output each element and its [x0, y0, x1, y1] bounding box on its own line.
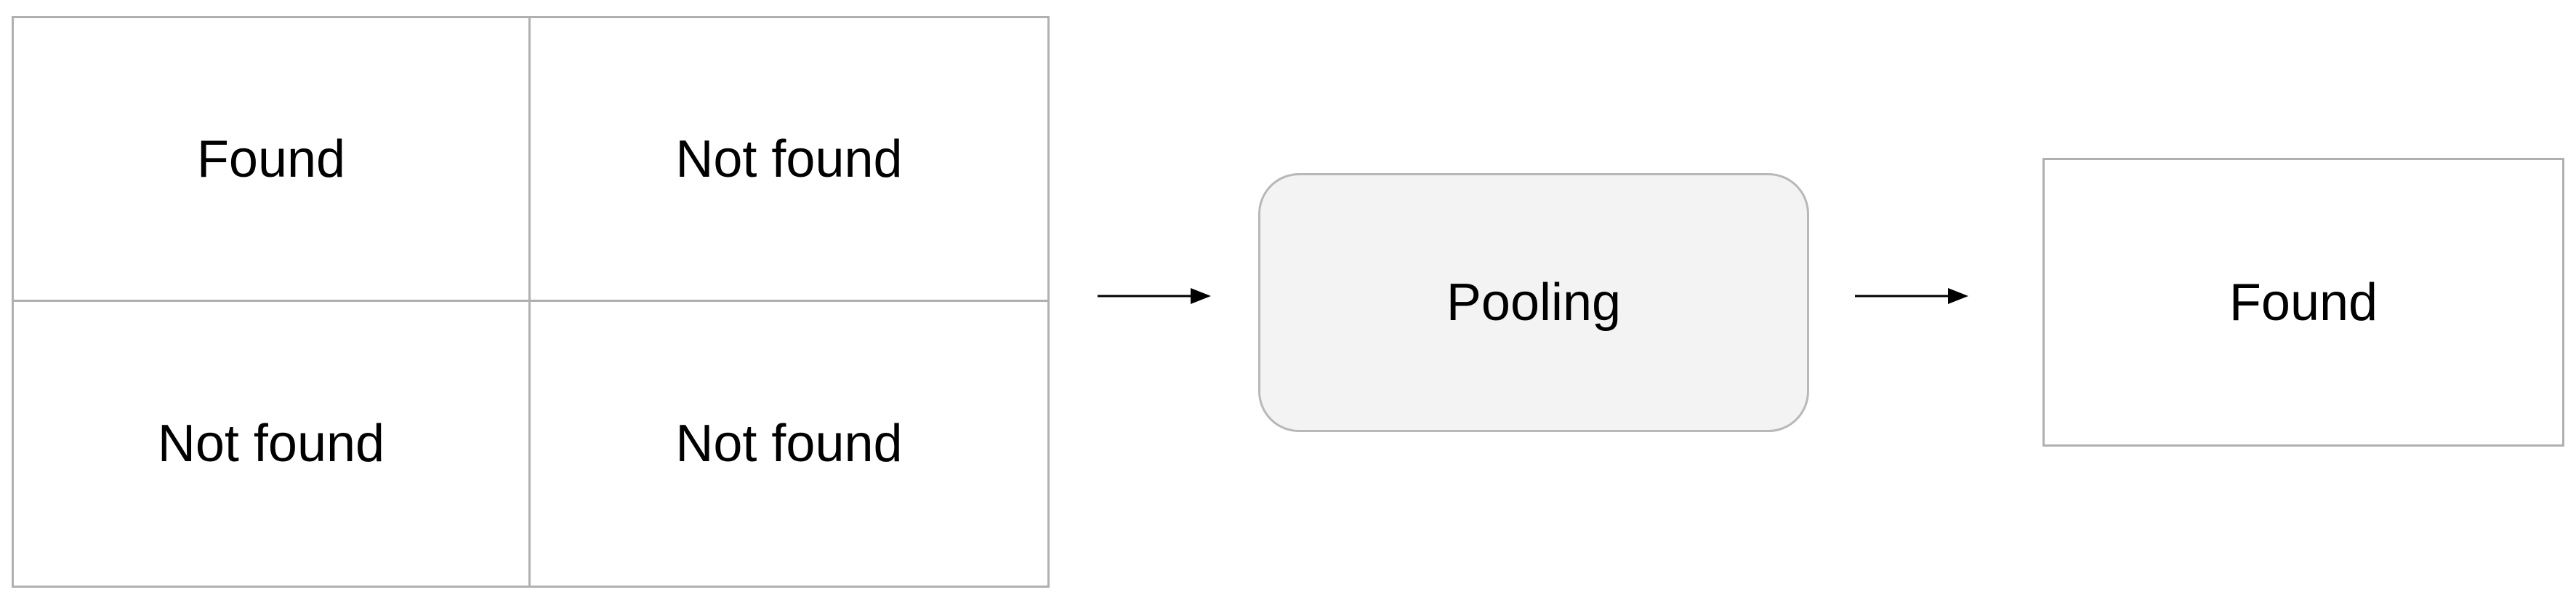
grid-cell-label: Not found [157, 415, 385, 473]
arrow-right-icon [1098, 288, 1211, 304]
result-label: Found [2229, 273, 2378, 332]
grid-cell-label: Not found [675, 129, 903, 188]
grid-cell-label: Found [196, 129, 346, 188]
arrow-right-icon [1855, 288, 1968, 304]
grid-cell-bottom-left: Not found [14, 302, 531, 586]
pooling-box: Pooling [1258, 173, 1809, 432]
grid-cell-top-left: Found [14, 18, 531, 302]
pooling-label: Pooling [1446, 273, 1622, 332]
grid-cell-bottom-right: Not found [531, 302, 1047, 586]
grid-cell-top-right: Not found [531, 18, 1047, 302]
result-box: Found [2042, 158, 2564, 447]
input-grid: Found Not found Not found Not found [12, 16, 1050, 588]
grid-cell-label: Not found [675, 415, 903, 473]
